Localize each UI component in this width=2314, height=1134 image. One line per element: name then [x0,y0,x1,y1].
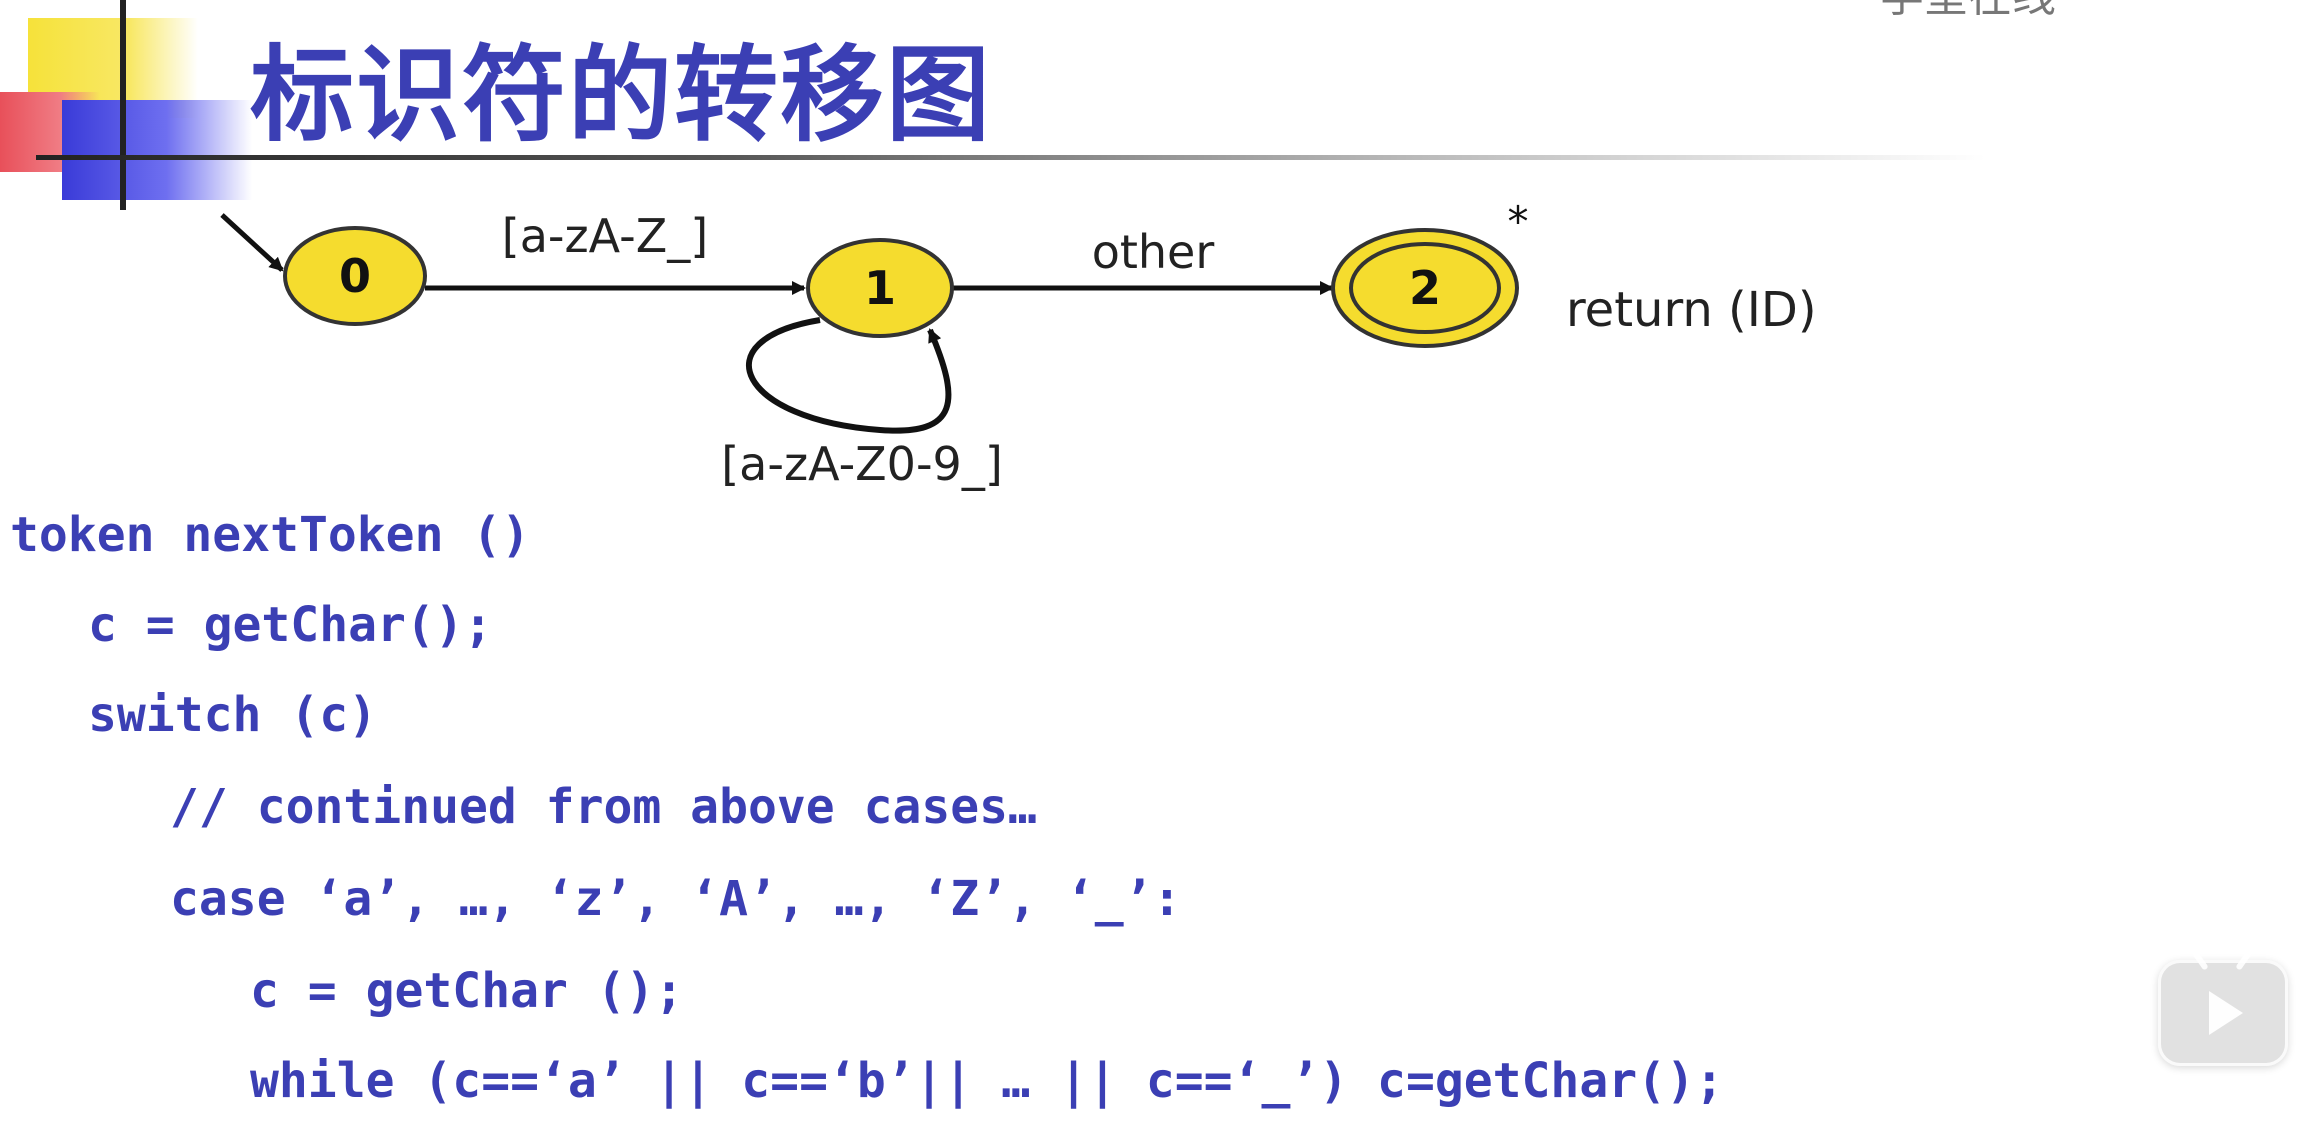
edge-label-0-1: [a-zA-Z_] [502,209,708,263]
code-line-4: // continued from above cases… [170,779,1037,835]
code-line-1: token nextToken () [10,507,531,563]
watermark-logo: 学堂在线 [1880,0,2056,24]
code-block: token nextToken () c = getChar(); switch… [0,500,2314,1109]
play-icon [2209,991,2243,1035]
state-1: 1 [806,238,954,338]
code-line-2: c = getChar(); [88,597,493,653]
code-line-5: case ‘a’, …, ‘z’, ‘A’, …, ‘Z’, ‘_’: [170,871,1182,927]
edge-1-self-loop [746,317,952,434]
state-2: 2 [1331,228,1519,348]
play-button[interactable] [2158,949,2288,1066]
code-line-6: c = getChar (); [250,963,684,1019]
edge-label-1-2: other [1092,225,1215,279]
edge-label-1-loop: [a-zA-Z0-9_] [721,437,1003,491]
decor-blue-block [62,100,252,200]
code-line-7: while (c==‘a’ || c==‘b’|| … || c==‘_’) c… [250,1053,1724,1109]
code-line-3: switch (c) [88,687,377,743]
start-arrow [220,213,284,272]
transition-diagram: [a-zA-Z_] other [a-zA-Z0-9_] 0 1 2 * ret… [220,197,1817,491]
state-1-label: 1 [864,261,896,315]
slide-title: 标识符的转移图 [250,34,993,156]
return-action: return (ID) [1566,282,1817,338]
state-0: 0 [283,226,427,326]
state-2-label: 2 [1409,261,1441,315]
title-underline [36,155,1986,160]
state-0-label: 0 [339,249,371,303]
accept-star: * [1508,197,1529,246]
decor-vertical-line [120,0,126,210]
